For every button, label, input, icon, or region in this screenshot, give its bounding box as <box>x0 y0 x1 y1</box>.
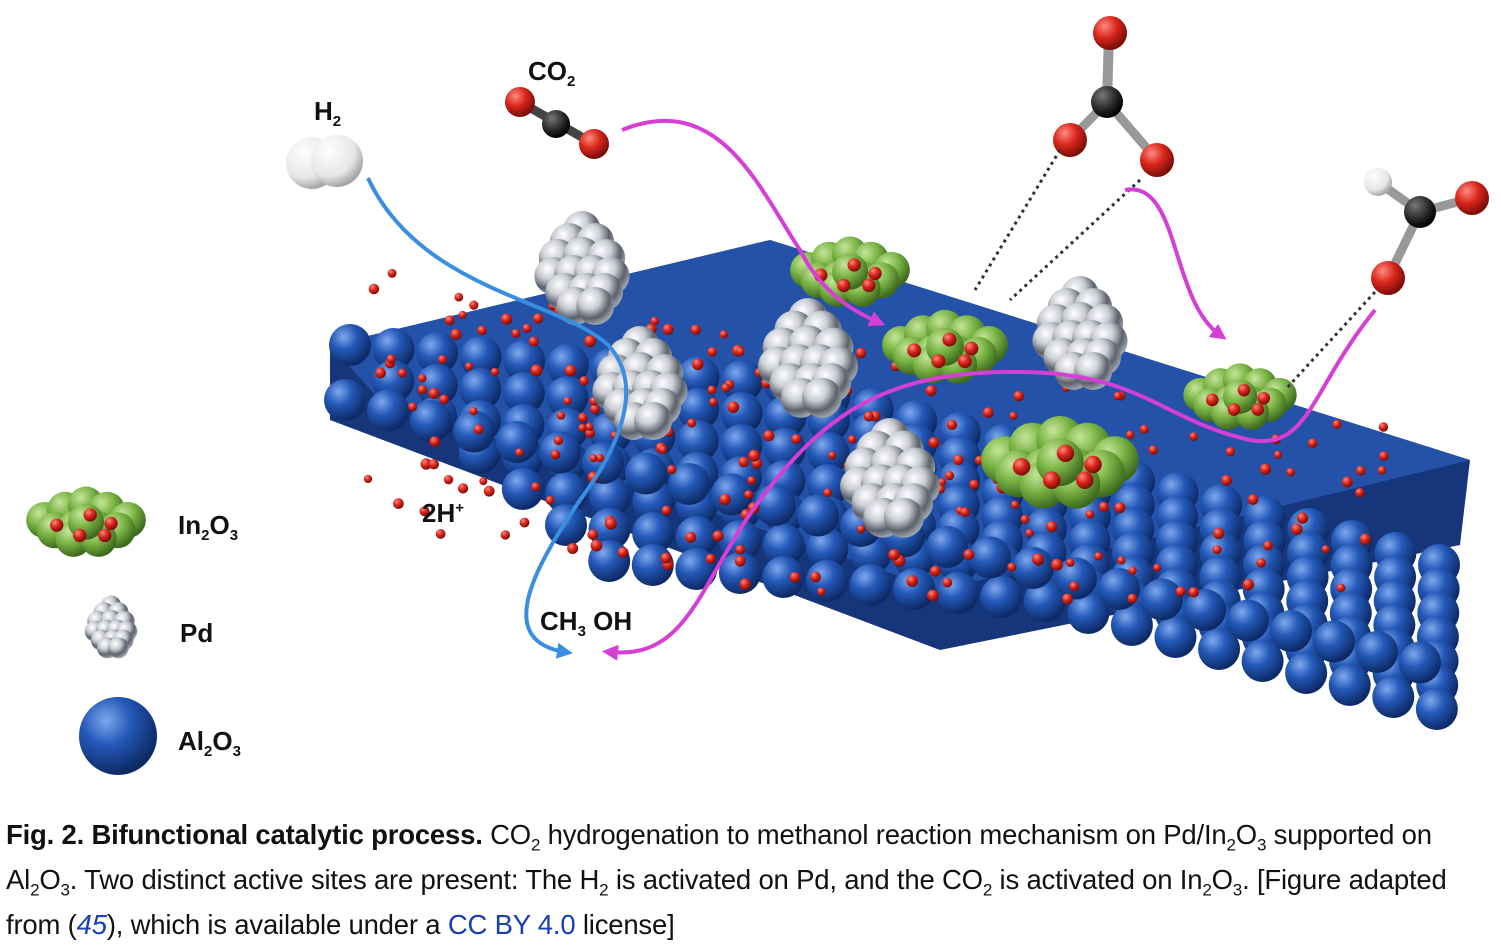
legend-in-symbol: In <box>178 510 202 540</box>
caption-s6: 2 <box>599 880 609 900</box>
h2-subscript: 2 <box>332 113 342 131</box>
caption-s9: 3 <box>1232 880 1243 900</box>
pd-cluster-icon <box>84 595 138 659</box>
caption-s5: 3 <box>60 880 70 900</box>
co2-text: CO <box>528 56 567 86</box>
legend-label-pd: Pd <box>180 620 213 646</box>
protons-label: 2H+ <box>422 500 464 526</box>
carbonate-intermediate <box>973 16 1174 302</box>
protons-text: 2H <box>422 498 456 528</box>
caption-t11: ), which is available under a <box>106 909 448 940</box>
co2-label: CO2 <box>528 58 575 89</box>
h2-molecule <box>286 135 363 189</box>
legend-al-mid: O <box>212 726 233 756</box>
h2-pathway-arrow <box>366 177 629 659</box>
caption-t4: supported on Al <box>6 819 1432 895</box>
al2o3-sphere-icon <box>79 697 157 775</box>
caption-s8: 2 <box>1202 880 1212 900</box>
legend-al-sub1: 2 <box>204 743 213 761</box>
legend-al-symbol: Al <box>178 726 204 756</box>
legend-al-sub2: 3 <box>232 743 241 761</box>
co2-pathway-arrow <box>602 118 1377 661</box>
methanol-text-a: CH <box>540 606 578 636</box>
legend-in-sub2: 3 <box>229 527 239 545</box>
co2-subscript: 2 <box>567 73 576 91</box>
legend-label-in2o3: In2O3 <box>178 512 238 543</box>
caption-t9: O <box>1211 864 1233 895</box>
caption-t6: . Two distinct active sites are present:… <box>69 864 600 895</box>
legend-in-mid: O <box>209 510 230 540</box>
formate-intermediate <box>1283 168 1489 392</box>
catalyst-illustration <box>286 16 1489 730</box>
h2-text: H <box>314 96 333 126</box>
figure-caption: Fig. 2. Bifunctional catalytic process. … <box>6 812 1496 947</box>
al2o3-support <box>324 240 1470 730</box>
caption-t12: license] <box>575 909 675 940</box>
protons-superscript: + <box>455 499 465 517</box>
legend-in-sub1: 2 <box>201 527 210 545</box>
caption-s7: 2 <box>982 880 993 900</box>
legend-label-al2o3: Al2O3 <box>178 728 241 759</box>
methanol-text-b: OH <box>585 606 633 636</box>
legend-pd-symbol: Pd <box>180 618 214 648</box>
caption-t3: O <box>1235 819 1257 850</box>
methanol-label: CH3 OH <box>540 608 632 639</box>
caption-t8: is activated on In <box>992 864 1203 895</box>
pd-clusters <box>534 211 1128 538</box>
caption-t10: . [Figure adapted from ( <box>6 864 1447 940</box>
caption-t2: hydrogenation to methanol reaction mecha… <box>540 819 1227 850</box>
caption-s4: 2 <box>30 880 40 900</box>
reference-link[interactable]: 45 <box>76 909 107 940</box>
in2o3-cluster-icon <box>26 486 146 557</box>
caption-fig-label: Fig. 2. Bifunctional catalytic process. <box>6 819 483 850</box>
h2-label: H2 <box>314 98 341 129</box>
caption-s2: 2 <box>1226 835 1236 855</box>
license-link[interactable]: CC BY 4.0 <box>447 909 576 940</box>
methanol-subscript: 3 <box>577 623 586 641</box>
caption-t7: is activated on Pd, and the CO <box>608 864 983 895</box>
caption-s3: 3 <box>1256 835 1267 855</box>
caption-s1: 2 <box>530 835 541 855</box>
caption-t5: O <box>39 864 61 895</box>
caption-t1: CO <box>482 819 531 850</box>
co2-molecule <box>505 87 609 159</box>
